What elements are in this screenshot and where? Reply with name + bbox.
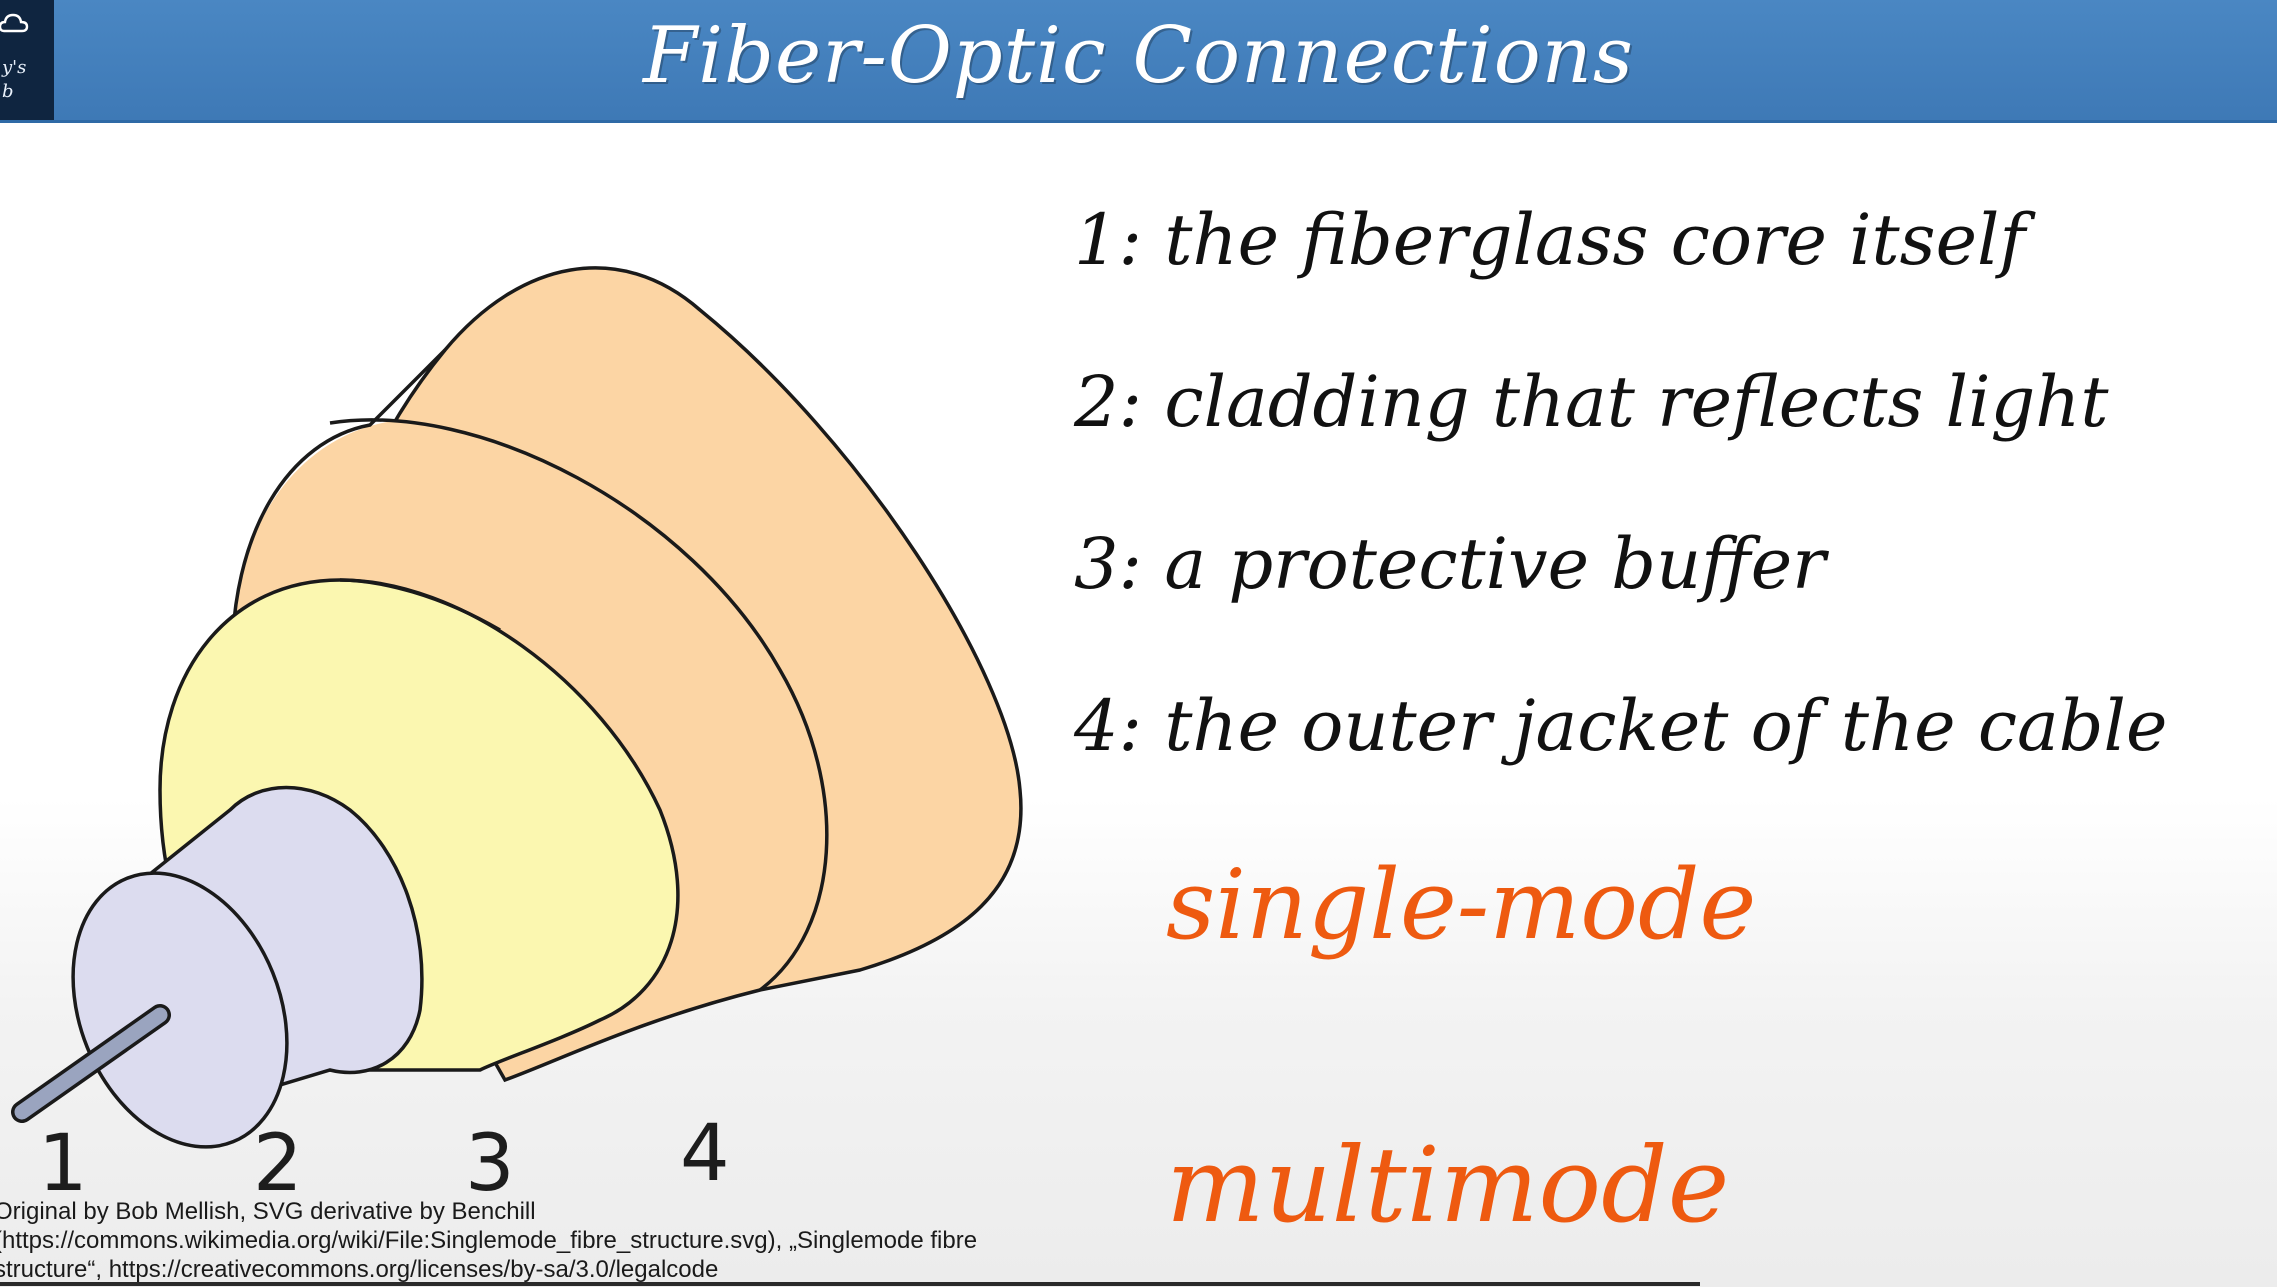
fiber-layer-list: 1: the fiberglass core itself 2: claddin… — [1074, 190, 2234, 838]
multimode-label: multimode — [1166, 1124, 1730, 1246]
list-item: 2: cladding that reflects light — [1074, 361, 2109, 443]
credit-line: (https://commons.wikimedia.org/wiki/File… — [0, 1227, 978, 1254]
image-credit: Original by Bob Mellish, SVG derivative … — [0, 1197, 1094, 1284]
list-item: 4: the outer jacket of the cable — [1074, 685, 2168, 767]
list-item: 3: a protective buffer — [1074, 523, 1826, 605]
layer-label-2: 2 — [253, 1119, 303, 1200]
single-mode-label: single-mode — [1166, 849, 1757, 961]
layer-label-4: 4 — [680, 1109, 730, 1199]
fiber-structure-diagram: 1 2 3 4 — [11, 266, 1023, 1200]
layer-label-3: 3 — [465, 1119, 515, 1200]
credit-line: structure“, https://creativecommons.org/… — [0, 1256, 719, 1283]
logo-text: y's b — [2, 57, 27, 102]
credit-line: Original by Bob Mellish, SVG derivative … — [0, 1198, 536, 1225]
slide-title: Fiber-Optic Connections — [643, 11, 1634, 101]
title-bar: y's b Fiber-Optic Connections — [0, 0, 2277, 123]
video-progress-bar[interactable] — [0, 1282, 1700, 1286]
core-layer — [11, 1004, 171, 1123]
cloud-icon — [0, 13, 29, 33]
channel-logo: y's b — [0, 0, 54, 120]
cladding-layer — [71, 785, 424, 1149]
list-item: 1: the fiberglass core itself — [1074, 199, 2026, 281]
layer-label-1: 1 — [38, 1119, 88, 1200]
